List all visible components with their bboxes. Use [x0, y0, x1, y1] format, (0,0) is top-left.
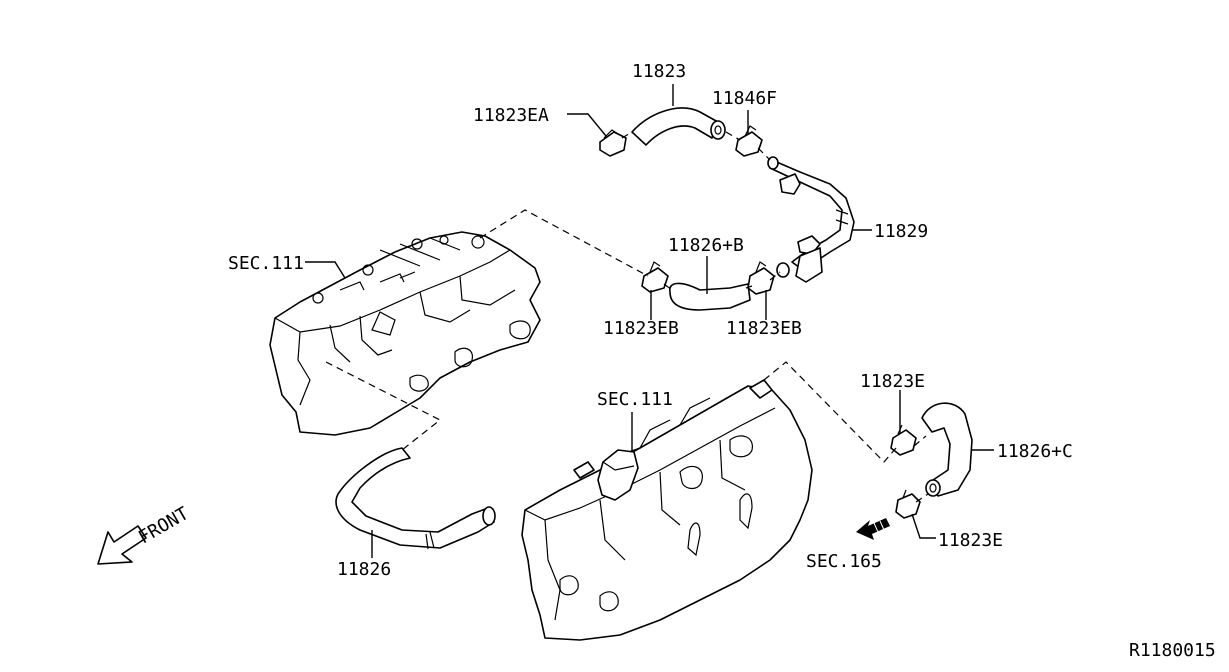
label-11826C: 11826+C	[997, 441, 1073, 462]
reference-code: R1180015	[1129, 640, 1216, 661]
clamp-11823EB-right	[747, 261, 775, 295]
clamp-11823E-bottom	[895, 489, 921, 519]
tube-11829	[767, 156, 855, 283]
label-sec111-mid: SEC.111	[597, 389, 673, 410]
label-front: FRONT	[135, 503, 193, 548]
clamp-11823EB-left	[641, 261, 669, 293]
label-11823E-bottom: 11823E	[938, 530, 1003, 551]
label-11823E-top: 11823E	[860, 371, 925, 392]
label-sec111-top: SEC.111	[228, 253, 304, 274]
hose-11826	[335, 447, 496, 550]
label-sec165: SEC.165	[806, 551, 882, 572]
hose-11823	[631, 107, 726, 146]
label-11826B: 11826+B	[668, 235, 744, 256]
front-direction-arrow-icon	[97, 525, 147, 565]
label-11846F: 11846F	[712, 88, 777, 109]
label-11829: 11829	[874, 221, 928, 242]
lower-cylinder-head	[521, 379, 813, 641]
routing-dashed-lines	[325, 131, 929, 503]
hose-11826B	[669, 282, 751, 311]
leader-lines	[305, 84, 994, 558]
clamp-11823E-top	[890, 424, 917, 456]
label-11826: 11826	[337, 559, 391, 580]
clamp-11846F	[735, 125, 763, 157]
upper-cylinder-head	[269, 231, 541, 436]
label-11823EB-right: 11823EB	[726, 318, 802, 339]
label-11823EB-left: 11823EB	[603, 318, 679, 339]
label-11823EA: 11823EA	[473, 105, 549, 126]
hatched-arrow-icon	[856, 518, 890, 540]
clamp-11823EA	[599, 129, 627, 157]
label-11823: 11823	[632, 61, 686, 82]
hose-11826C	[921, 402, 973, 497]
